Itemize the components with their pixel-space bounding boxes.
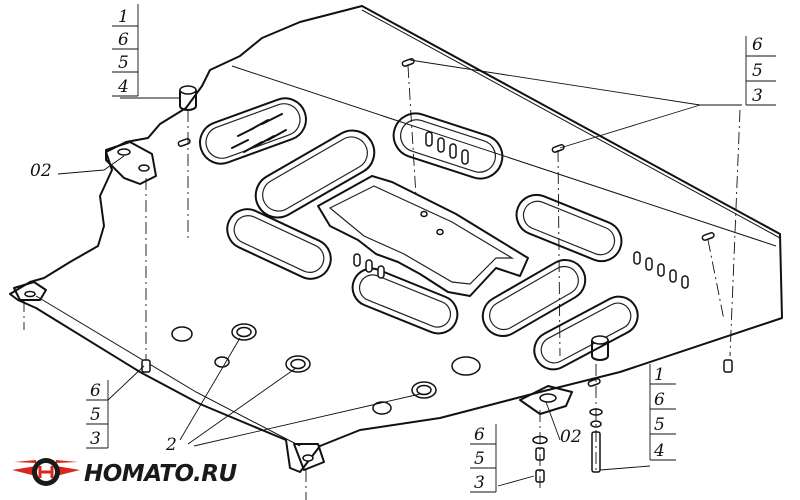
callout-bottom-right-3: 5 bbox=[654, 415, 665, 435]
left-foot-tab bbox=[13, 281, 47, 301]
callout-bottom-mid-2: 5 bbox=[474, 449, 485, 469]
spacer-parts bbox=[179, 85, 609, 361]
callout-stack-top-right: 6 5 3 bbox=[745, 35, 776, 106]
rib-vent-center bbox=[392, 112, 504, 180]
bracket-hole-bottom bbox=[539, 393, 557, 403]
callout-left-bottom-1: 6 bbox=[90, 381, 101, 401]
callout-stack-bottom-right: 1 6 5 4 bbox=[649, 364, 676, 461]
callout-top-left-4: 4 bbox=[117, 77, 129, 97]
bottom-foot-tab bbox=[293, 443, 325, 471]
foot-hole-left bbox=[24, 290, 36, 298]
callout-stack-top-left: 1 6 5 4 bbox=[112, 4, 139, 97]
axis-lines bbox=[23, 65, 741, 500]
rib-vent-left bbox=[199, 97, 307, 165]
skid-plate-outline bbox=[9, 5, 783, 473]
rib-slot-4 bbox=[481, 259, 587, 337]
callout-bottom-mid-3: 3 bbox=[474, 473, 485, 493]
stamped-ribs bbox=[199, 97, 639, 371]
callout-top-right-1: 6 bbox=[752, 35, 763, 55]
callout-top-left-2: 6 bbox=[118, 30, 129, 50]
callout-bottom-right-4: 4 bbox=[653, 441, 665, 461]
callout-top-left-3: 5 bbox=[118, 53, 129, 73]
left-bracket-02 bbox=[105, 141, 157, 185]
callout-stack-left-bottom: 6 5 3 bbox=[86, 380, 109, 449]
callout-top-left-1: 1 bbox=[118, 7, 129, 27]
leader-lines bbox=[57, 59, 742, 487]
rib-serpentine bbox=[317, 175, 529, 297]
front-bend-line bbox=[35, 295, 301, 447]
callout-bottom-right-1: 1 bbox=[654, 365, 665, 385]
rib-slot-2 bbox=[226, 208, 332, 280]
vent-slots bbox=[231, 113, 689, 289]
bottom-bracket-02 bbox=[519, 385, 573, 415]
rear-flange-line bbox=[361, 9, 781, 239]
bracket-hole-left-2 bbox=[138, 164, 150, 172]
callout-top-right-2: 5 bbox=[752, 61, 763, 81]
logo-text: HOMATO.RU bbox=[84, 461, 237, 487]
bracket-hole-left bbox=[117, 148, 131, 156]
foot-hole-bottom bbox=[302, 454, 314, 462]
round-holes bbox=[171, 210, 481, 415]
callout-stack-bottom-mid: 6 5 3 bbox=[470, 424, 497, 493]
rib-slot-6 bbox=[515, 193, 623, 263]
callout-bottom-mid-1: 6 bbox=[474, 425, 485, 445]
mounting-slots bbox=[177, 58, 715, 387]
callout-left-bottom-2: 5 bbox=[90, 405, 101, 425]
callout-02-left: 02 bbox=[30, 161, 52, 181]
callout-bottom-right-2: 6 bbox=[654, 390, 665, 410]
rear-bend-line bbox=[231, 65, 777, 247]
rib-slot-5 bbox=[533, 295, 639, 371]
winged-wheel-logo bbox=[12, 458, 80, 486]
callout-left-bottom-3: 3 bbox=[90, 429, 101, 449]
callout-02-bottom: 02 bbox=[560, 427, 582, 447]
callout-top-right-3: 3 bbox=[752, 86, 763, 106]
rib-slot-1 bbox=[254, 129, 376, 219]
callout-2: 2 bbox=[165, 435, 177, 455]
rib-slot-3 bbox=[351, 267, 459, 335]
homato-logo: HOMATO.RU bbox=[12, 458, 238, 487]
